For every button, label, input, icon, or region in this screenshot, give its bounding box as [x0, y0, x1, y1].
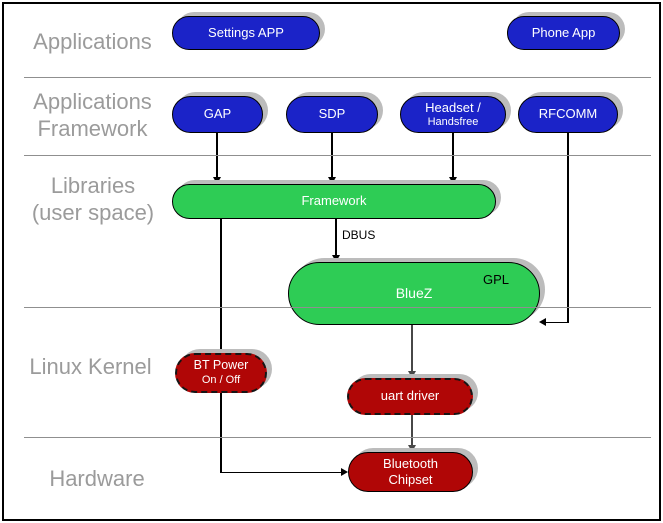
- arrowhead-rfcomm-bluez: [539, 318, 546, 326]
- layer-label-libraries: Libraries (user space): [22, 172, 164, 226]
- edge-gap-framework: [216, 133, 218, 179]
- layer-label-line: Applications: [33, 89, 152, 114]
- node-framework: Framework: [172, 184, 496, 219]
- divider-framework-libraries: [24, 155, 651, 156]
- node-bluez: GPL BlueZ: [288, 262, 540, 325]
- layer-label-line: (user space): [31, 200, 155, 225]
- node-settings-app: Settings APP: [172, 16, 320, 50]
- edge-framework-bluez: [335, 219, 337, 256]
- arrowhead-framework-bluez: [332, 255, 340, 262]
- layer-label-applications-framework: Applications Framework: [25, 88, 160, 142]
- divider-libraries-kernel: [24, 307, 651, 308]
- node-uart-driver: uart driver: [347, 378, 473, 415]
- layer-label-line: Libraries: [50, 173, 136, 198]
- node-rfcomm: RFCOMM: [518, 96, 618, 133]
- divider-applications-framework: [24, 77, 651, 78]
- node-headset-handsfree: Headset / Handsfree: [400, 96, 506, 133]
- arrowhead-uart-chipset: [408, 445, 416, 452]
- node-label-line1: BT Power: [193, 358, 249, 373]
- edge-rfcomm-down: [567, 133, 569, 323]
- node-label: GAP: [203, 106, 232, 122]
- layer-label-line: Hardware: [49, 466, 145, 491]
- layer-label-hardware: Hardware: [38, 465, 156, 492]
- layer-label-line: Framework: [37, 116, 148, 141]
- node-label-line2: Chipset: [388, 472, 433, 487]
- edge-rfcomm-bluez: [546, 321, 568, 323]
- node-label: RFCOMM: [538, 106, 598, 122]
- edge-bluez-uart: [411, 325, 413, 372]
- node-label-line1: Headset /: [425, 99, 481, 115]
- edge-framework-chipset-vertical: [220, 219, 222, 473]
- arrowhead-framework-chipset: [341, 468, 348, 476]
- dbus-label: DBUS: [342, 228, 376, 242]
- node-label-line2: Handsfree: [427, 115, 479, 128]
- node-label-line1: Bluetooth: [383, 455, 438, 471]
- node-bluetooth-chipset: Bluetooth Chipset: [348, 452, 473, 492]
- layer-label-applications: Applications: [25, 28, 160, 55]
- node-label-line2: On / Off: [201, 373, 241, 386]
- arrowhead-gap-framework: [213, 177, 221, 184]
- node-label: Framework: [301, 193, 367, 209]
- layer-label-line: Linux Kernel: [29, 354, 152, 379]
- node-label: BlueZ: [395, 284, 433, 301]
- layer-label-linux-kernel: Linux Kernel: [18, 353, 163, 380]
- edge-headset-framework: [452, 133, 454, 179]
- node-label: SDP: [318, 106, 346, 122]
- node-label: Settings APP: [208, 24, 284, 40]
- node-bt-power: BT Power On / Off: [175, 353, 267, 393]
- node-gap: GAP: [172, 96, 263, 133]
- divider-kernel-hardware: [24, 437, 651, 438]
- edge-sdp-framework: [331, 133, 333, 179]
- edge-uart-chipset: [411, 415, 413, 446]
- layer-label-line: Applications: [33, 29, 152, 54]
- node-label: uart driver: [380, 388, 440, 404]
- arrowhead-sdp-framework: [328, 177, 336, 184]
- gpl-badge: GPL: [482, 272, 509, 287]
- arrowhead-bluez-uart: [408, 371, 416, 378]
- arrowhead-headset-framework: [449, 177, 457, 184]
- node-label: Phone App: [531, 24, 596, 40]
- edge-framework-chipset-horizontal: [220, 471, 342, 473]
- node-phone-app: Phone App: [507, 16, 620, 50]
- node-sdp: SDP: [286, 96, 378, 133]
